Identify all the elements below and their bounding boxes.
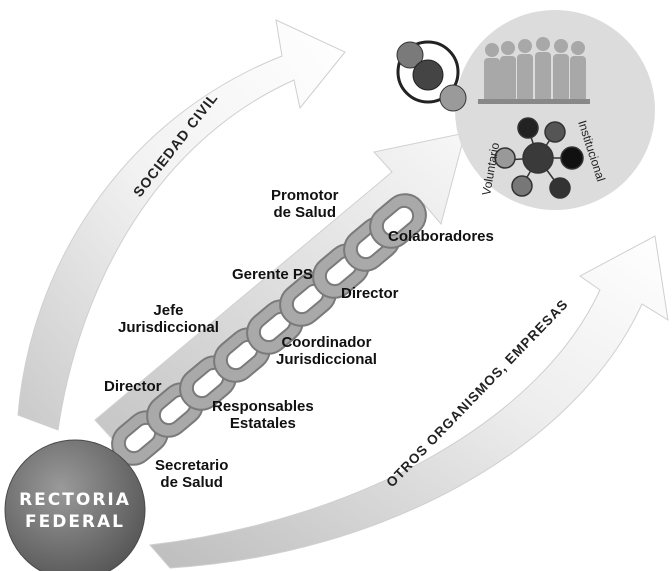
hub-line1: RECTORIA (19, 490, 131, 510)
chain (111, 193, 427, 466)
hub-circle (4, 439, 146, 571)
chain-link-hole (381, 205, 415, 237)
people-group-icon (478, 37, 590, 104)
arrow-otros-organismos (149, 235, 669, 569)
institutional-network (494, 117, 584, 199)
network-node (439, 84, 467, 112)
arrow-top-label: SOCIEDAD CIVIL (130, 89, 221, 199)
network-node (396, 41, 424, 69)
network-center-node (412, 59, 444, 91)
network-ring (396, 40, 460, 104)
arrow-sociedad-civil (17, 19, 346, 431)
label-colaboradores: Colaboradores (388, 228, 494, 245)
hub-line2: FEDERAL (25, 512, 125, 532)
label-gerente: Gerente PS (232, 266, 313, 283)
label-director-top: Director (341, 285, 399, 302)
inset-diagram: Voluntario Institucional (396, 10, 655, 210)
label-director-bottom: Director (104, 378, 162, 395)
